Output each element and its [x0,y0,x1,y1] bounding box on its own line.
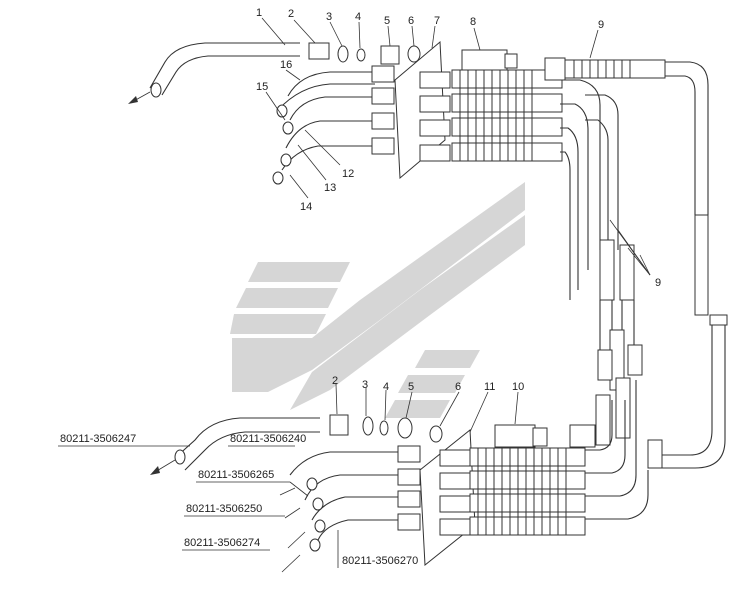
hose-fittings [397,445,471,536]
washer-part [379,420,389,436]
callout-4: 4 [383,381,389,393]
callout-14: 14 [300,201,312,213]
callout-13: 13 [324,182,336,194]
callout-15: 15 [256,81,268,93]
ring-part [337,45,349,63]
washer-part [356,48,366,62]
part-number-250: 80211-3506250 [186,503,262,515]
vertical-pipe-runs [595,214,728,469]
bottom-assembly [150,380,663,566]
callout-2: 2 [288,8,294,20]
callout-10: 10 [512,381,524,393]
washer-part [407,45,421,63]
callouts-top: 1 2 3 4 5 6 7 8 9 12 13 14 15 16 [256,7,604,213]
part-number-265: 80211-3506265 [198,469,274,481]
callout-16: 16 [280,59,292,71]
part-numbers: 80211-3506247 80211-3506240 80211-350626… [60,433,418,567]
callout-3: 3 [326,11,332,23]
ring-part [362,416,374,436]
callout-2: 2 [332,375,338,387]
part-number-274: 80211-3506274 [184,537,260,549]
part-number-leaders [58,445,339,573]
corrugated-hoses [469,424,663,536]
callout-leaders [261,17,599,433]
watermark-logo [230,182,525,418]
nut-part [308,42,330,60]
callouts-bottom: 2 3 4 5 6 10 11 [332,375,524,393]
nut-part [329,414,349,436]
top-assembly [128,40,709,300]
part-number-247: 80211-3506247 [60,433,136,445]
callout-8: 8 [470,16,476,28]
corrugated-hoses [451,49,666,162]
callout-11: 11 [484,381,495,393]
callout-7: 7 [434,15,440,27]
part-number-240: 80211-3506240 [230,433,306,445]
washer-part [429,425,443,443]
hose-fittings [371,65,451,162]
part-number-270: 80211-3506270 [342,555,418,567]
callout-12: 12 [342,168,354,180]
callout-5: 5 [384,15,390,27]
callout-4: 4 [355,11,361,23]
callout-3: 3 [362,379,368,391]
nut-part [397,417,413,439]
callout-1: 1 [256,7,262,19]
callout-5: 5 [408,381,414,393]
pipe-end-icon [150,82,162,98]
callout-6: 6 [408,15,414,27]
callout-6: 6 [455,381,461,393]
callout-9-group: 9 [655,277,661,289]
nut-part [380,45,400,65]
callout-9: 9 [598,19,604,31]
